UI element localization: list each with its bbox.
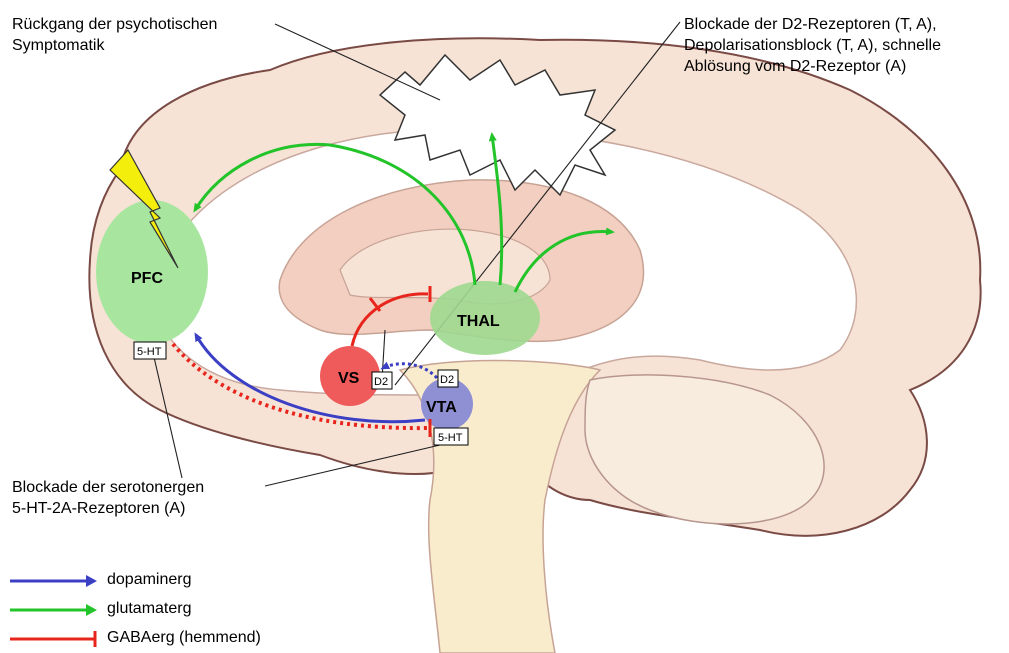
receptor-vs-d2-label: D2: [374, 376, 388, 388]
legend-gabaergic-label: GABAerg (hemmend): [107, 629, 261, 647]
vs-label: VS: [338, 370, 360, 387]
receptor-vs-d2: D2: [372, 372, 392, 389]
annotation-top-right-line-1: Blockade der D2-Rezeptoren (T, A),: [684, 14, 941, 35]
receptor-vta-d2: D2: [438, 370, 458, 387]
legend-glutamatergic-label: glutamaterg: [107, 600, 192, 618]
annotation-top-right-line-3: Ablösung vom D2-Rezeptor (A): [684, 56, 941, 77]
pfc-label: PFC: [131, 270, 163, 287]
annotation-top-left-line-1: Rückgang der psychotischen: [12, 14, 217, 35]
receptor-vta-5ht-label: 5-HT: [438, 432, 463, 444]
receptor-vta-d2-label: D2: [440, 374, 454, 386]
receptor-pfc-5ht: 5-HT: [134, 342, 166, 359]
annotation-bottom-left-line-2: 5-HT-2A-Rezeptoren (A): [12, 498, 204, 519]
thal-label: THAL: [457, 313, 500, 330]
legend-lines: [10, 575, 97, 647]
legend-dopaminergic-arrowhead: [86, 575, 97, 587]
annotation-top-left-line-2: Symptomatik: [12, 35, 217, 56]
annotation-bottom-left: Blockade der serotonergen 5-HT-2A-Rezept…: [12, 477, 204, 519]
annotation-bottom-left-line-1: Blockade der serotonergen: [12, 477, 204, 498]
receptor-vta-5ht: 5-HT: [434, 428, 468, 445]
annotation-top-right-line-2: Depolarisationsblock (T, A), schnelle: [684, 35, 941, 56]
annotation-top-left: Rückgang der psychotischen Symptomatik: [12, 14, 217, 56]
legend-glutamatergic-arrowhead: [86, 604, 97, 616]
receptor-pfc-5ht-label: 5-HT: [137, 346, 162, 358]
annotation-top-right: Blockade der D2-Rezeptoren (T, A), Depol…: [684, 14, 941, 77]
vta-label: VTA: [426, 399, 457, 416]
legend-dopaminergic-label: dopaminerg: [107, 571, 192, 589]
